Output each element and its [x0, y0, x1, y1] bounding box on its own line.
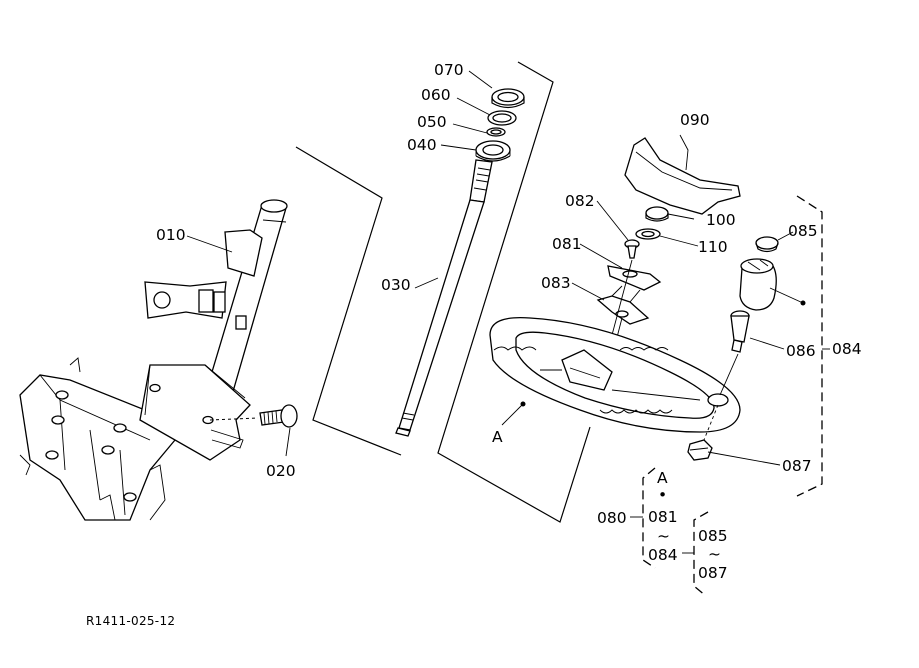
- label-086: 086: [786, 342, 816, 360]
- circlip-050: [486, 127, 506, 137]
- label-087: 087: [782, 457, 812, 475]
- label-040: 040: [407, 136, 437, 154]
- screw-082: [624, 239, 640, 259]
- legend-range1-to: 084: [648, 546, 678, 564]
- group-084-bracket: [796, 195, 823, 497]
- label-084: 084: [832, 340, 862, 358]
- label-090: 090: [680, 111, 710, 129]
- dot-marker-wheel: [520, 401, 526, 407]
- shaft-assembly-bracket-line: [295, 146, 402, 456]
- label-ref-a-wheel: A: [492, 428, 503, 446]
- label-085: 085: [788, 222, 818, 240]
- legend-bracket-1: [642, 467, 656, 569]
- knob-axis-guide: [719, 353, 739, 396]
- legend-tilde-2: ~: [708, 545, 721, 563]
- label-083: 083: [541, 274, 571, 292]
- spinner-knob: [739, 258, 777, 311]
- leader-lines: [186, 70, 830, 466]
- nut-axis-guide: [703, 404, 719, 441]
- label-081: 081: [552, 235, 582, 253]
- legend-ref-a: A: [657, 469, 668, 487]
- dot-marker-knob: [800, 300, 806, 306]
- drawing-number: R1411-025-12: [86, 614, 176, 628]
- label-060: 060: [421, 86, 451, 104]
- bearing-070: [491, 88, 525, 109]
- washer-110: [635, 228, 661, 240]
- label-020: 020: [266, 462, 296, 480]
- label-082: 082: [565, 192, 595, 210]
- ring-060: [487, 110, 517, 126]
- nut-100: [645, 206, 669, 222]
- label-010: 010: [156, 226, 186, 244]
- steering-post-010: [139, 199, 288, 461]
- label-070: 070: [434, 61, 464, 79]
- steering-shaft-030: [395, 159, 493, 437]
- legend-range1-from: 081: [648, 508, 678, 526]
- wheel-assembly-bracket-line: [437, 61, 591, 523]
- steering-wheel: [489, 316, 741, 433]
- legend-dot: •: [658, 486, 667, 504]
- legend-080: 080 A • 081 ~ 084 085 ~ 087: [597, 467, 728, 597]
- legend-label-080: 080: [597, 509, 627, 527]
- clip-083: [596, 285, 650, 325]
- tractor-frame: [19, 357, 176, 521]
- legend-range2-from: 085: [698, 527, 728, 545]
- plate-081: [607, 265, 662, 291]
- cap-085: [755, 236, 779, 253]
- legend-tilde-1: ~: [657, 527, 670, 545]
- steering-cover-090: [624, 137, 741, 215]
- label-050: 050: [417, 113, 447, 131]
- bearing-040: [475, 140, 511, 162]
- legend-bracket-2: [693, 511, 709, 597]
- legend-range2-to: 087: [698, 564, 728, 582]
- label-110: 110: [698, 238, 728, 256]
- bolt-020: [259, 404, 298, 428]
- pin-086: [730, 310, 750, 353]
- nut-087: [687, 439, 713, 461]
- label-100: 100: [706, 211, 736, 229]
- bolt-hole-guide: [209, 417, 259, 421]
- label-030: 030: [381, 276, 411, 294]
